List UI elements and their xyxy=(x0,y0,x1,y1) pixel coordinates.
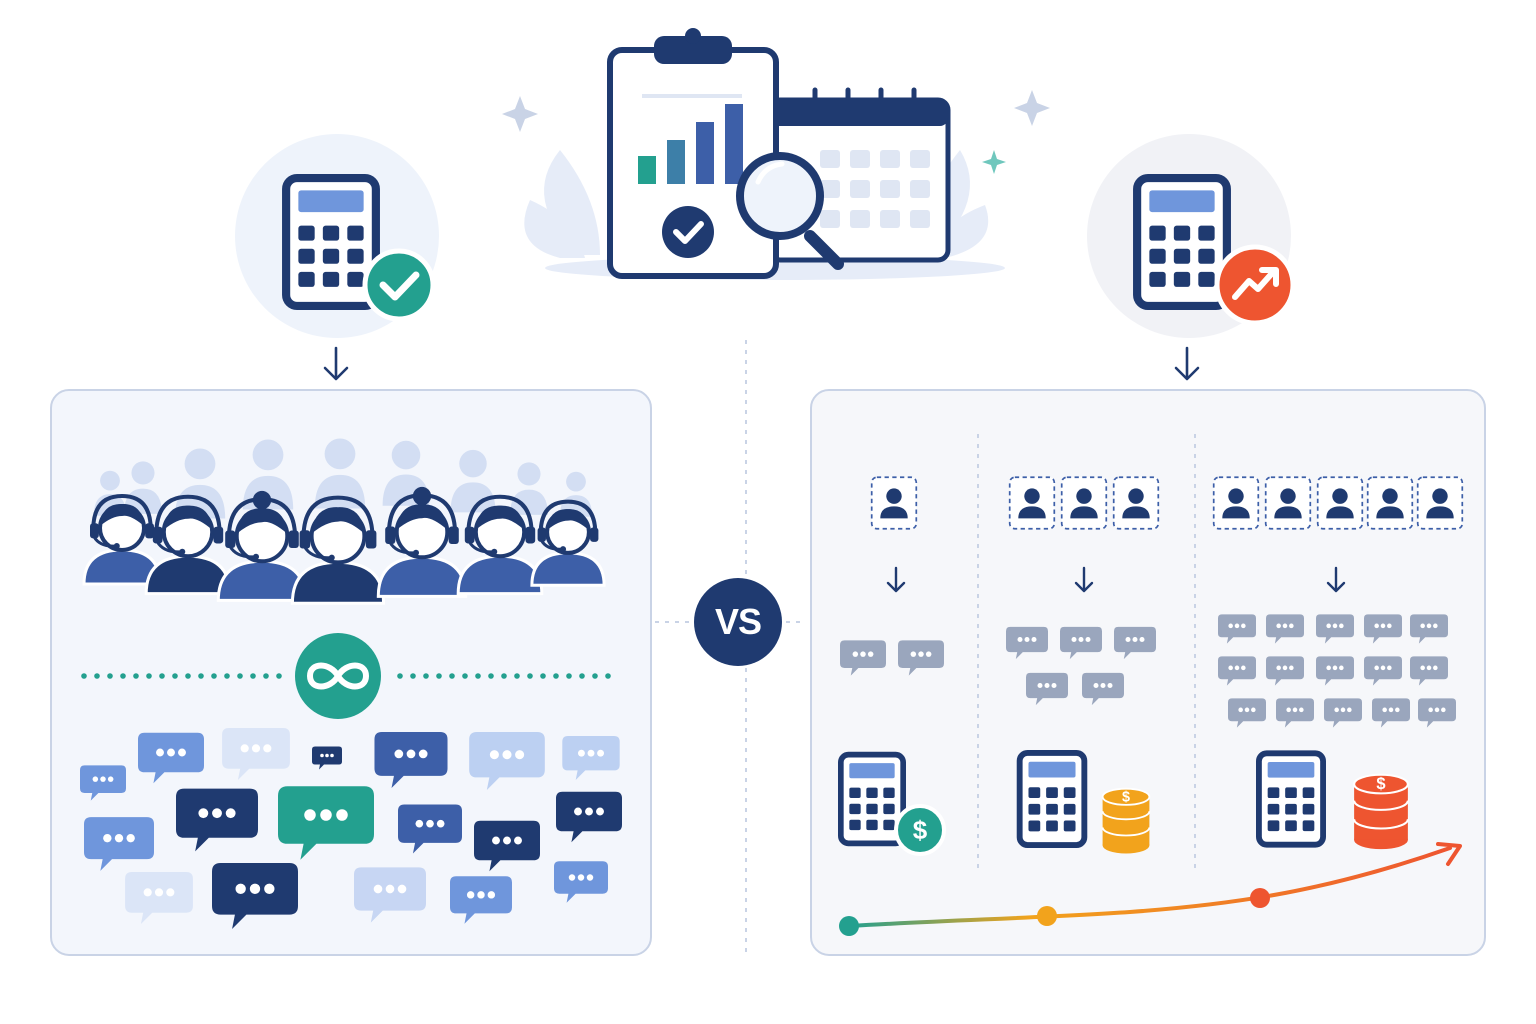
headset-agent-icon xyxy=(144,494,232,596)
headset-agent-icon xyxy=(376,486,468,598)
dot xyxy=(224,673,230,679)
report-calendar-illustration xyxy=(502,28,1050,280)
dot xyxy=(276,673,282,679)
headset-agent-icon xyxy=(290,495,386,605)
headset-agent-icon xyxy=(530,499,606,587)
dot xyxy=(501,673,507,679)
dot xyxy=(592,673,598,679)
headset-agent-icon xyxy=(216,490,308,602)
coin-stack-icon xyxy=(1101,787,1151,855)
trend-point xyxy=(1037,906,1057,926)
dollar-icon: $ xyxy=(894,804,946,856)
magnifier-icon xyxy=(736,152,844,270)
agent-seat-icon xyxy=(1366,476,1414,530)
dot xyxy=(605,673,611,679)
arrow-down-icon xyxy=(1326,566,1346,593)
headset-agent-icon xyxy=(456,494,544,596)
calculator-icon xyxy=(1020,753,1085,845)
dot xyxy=(566,673,572,679)
agent-seat-icon xyxy=(870,476,918,530)
usage-based-panel: $ xyxy=(810,389,1486,956)
pricing-tier-2 xyxy=(1006,476,1160,855)
dot xyxy=(81,673,87,679)
dot xyxy=(397,673,403,679)
clipboard-report-icon xyxy=(607,28,779,279)
dot xyxy=(185,673,191,679)
dot xyxy=(475,673,481,679)
calculator-icon xyxy=(1259,753,1323,844)
unlimited-divider xyxy=(81,633,611,719)
headset-agent-icon xyxy=(82,493,162,586)
dot xyxy=(94,673,100,679)
agent-seat-icon xyxy=(1008,476,1056,530)
dot xyxy=(237,673,243,679)
agent-seat-icon xyxy=(1416,476,1464,530)
dot xyxy=(410,673,416,679)
dot xyxy=(436,673,442,679)
dot xyxy=(488,673,494,679)
vs-badge xyxy=(694,578,782,666)
agent-seat-icon xyxy=(1264,476,1312,530)
dot xyxy=(120,673,126,679)
dot xyxy=(462,673,468,679)
cost-trend-line xyxy=(839,842,1462,936)
arrow-down-icon xyxy=(1174,346,1200,381)
dot xyxy=(146,673,152,679)
agent-seat-icon xyxy=(1212,476,1260,530)
flat-rate-panel xyxy=(50,389,652,956)
dot xyxy=(553,673,559,679)
agent-seat-icon xyxy=(1060,476,1108,530)
dot xyxy=(250,673,256,679)
usage-based-calculator xyxy=(1087,134,1296,338)
calculator-icon xyxy=(841,755,903,844)
arrow-down-icon xyxy=(886,566,906,593)
dot xyxy=(514,673,520,679)
dot xyxy=(263,673,269,679)
arrow-down-icon xyxy=(323,346,349,381)
center-divider xyxy=(655,340,806,955)
dot xyxy=(449,673,455,679)
pricing-tier-3 xyxy=(1212,476,1464,851)
dot xyxy=(159,673,165,679)
arrow-down-icon xyxy=(1074,566,1094,593)
dot xyxy=(172,673,178,679)
trend-point xyxy=(839,916,859,936)
trend-point xyxy=(1250,888,1270,908)
dot xyxy=(423,673,429,679)
dot xyxy=(198,673,204,679)
vs-label: VS xyxy=(714,601,762,642)
pricing-tier-1: $ xyxy=(840,476,946,856)
dot xyxy=(540,673,546,679)
support-agents xyxy=(82,486,606,605)
dot xyxy=(133,673,139,679)
sparkle-icons xyxy=(502,90,1050,174)
agent-seat-icon xyxy=(1316,476,1364,530)
dot xyxy=(527,673,533,679)
check-badge-icon xyxy=(362,248,436,322)
coin-stack-icon xyxy=(1353,773,1409,851)
dot xyxy=(211,673,217,679)
dot xyxy=(107,673,113,679)
agent-seat-icon xyxy=(1112,476,1160,530)
svg-text:$: $ xyxy=(913,815,928,845)
check-icon xyxy=(662,206,714,258)
dot xyxy=(579,673,585,679)
flat-rate-calculator xyxy=(235,134,439,338)
